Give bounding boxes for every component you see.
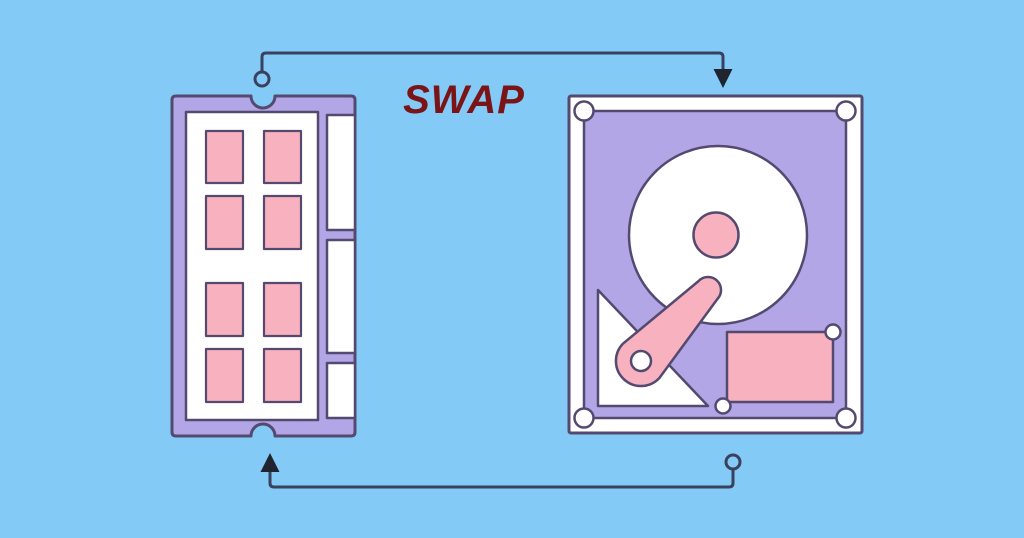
hard-drive-icon (567, 94, 864, 435)
screw-icon (714, 397, 732, 415)
ram-chip (262, 347, 303, 404)
ram-chip (204, 347, 245, 404)
swap-label: SWAP (403, 78, 525, 122)
hdd-spindle-hub (692, 211, 740, 259)
arrow-disk-to-ram-line (268, 467, 735, 489)
arrow-ram-to-disk (253, 51, 733, 88)
connector-dot-bottom (724, 453, 742, 471)
screw-icon (824, 323, 842, 341)
arrow-disk-to-ram (260, 453, 742, 489)
arrow-ram-to-disk-line (260, 51, 725, 73)
ram-connector-tab (325, 361, 357, 420)
ram-chip (262, 194, 303, 251)
ram-connector-tab (325, 113, 357, 232)
hdd-actuator-pivot (629, 349, 653, 373)
screw-icon (573, 407, 595, 429)
hdd-pcb (725, 330, 835, 404)
arrow-up-icon (260, 453, 280, 472)
ram-chip (262, 129, 303, 185)
ram-chip (204, 281, 245, 338)
screw-icon (573, 100, 595, 122)
screw-icon (835, 407, 857, 429)
screw-icon (835, 100, 857, 122)
ram-chip (204, 129, 245, 185)
connector-dot-top (253, 70, 271, 88)
ram-module-icon (170, 94, 357, 438)
ram-chip (262, 281, 303, 338)
ram-connector-tab (325, 238, 357, 355)
ram-chip (204, 194, 245, 251)
arrow-down-icon (713, 69, 733, 88)
